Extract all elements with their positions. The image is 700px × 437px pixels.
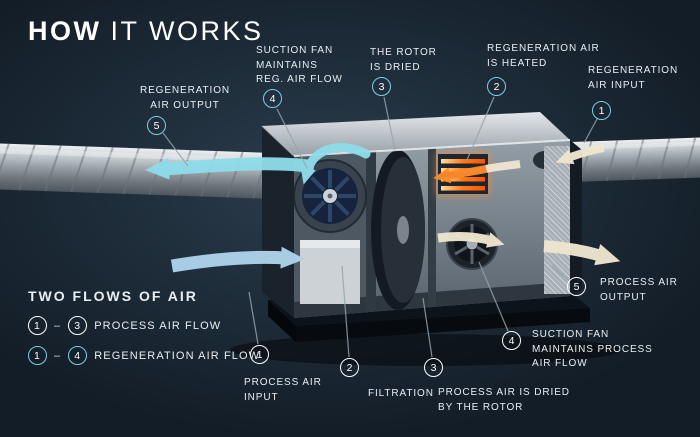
callout-num-filtration: 2 — [340, 358, 359, 377]
legend-regen-to-badge: 4 — [68, 346, 88, 365]
heated-air-arrow-orange — [433, 165, 487, 184]
legend-process-label: PROCESS AIR FLOW — [94, 319, 222, 332]
callout-label-process-output: PROCESS AIR OUTPUT — [600, 277, 678, 303]
legend-regen-from-badge: 1 — [28, 346, 47, 365]
machine-interior — [294, 144, 570, 318]
page-title: HOW IT WORKS — [28, 16, 264, 47]
page-title-bold: HOW — [28, 16, 102, 46]
legend-process-to-badge: 3 — [68, 316, 88, 335]
floor-shadow — [230, 334, 620, 366]
callout-num-process-dried: 3 — [424, 358, 443, 377]
callout-num-regen-heated: 2 — [487, 77, 506, 96]
heated-air-arrow-cream — [485, 160, 521, 173]
blower-fan — [294, 159, 367, 233]
regen-into-fan-arrow — [300, 143, 371, 185]
legend-heading: TWO FLOWS OF AIR — [28, 288, 198, 304]
machine-body — [261, 112, 582, 318]
callout-label-process-dried: PROCESS AIR IS DRIED BY THE ROTOR — [438, 387, 570, 413]
callout-label-process-suction-fan: SUCTION FAN MAINTAINS PROCESS AIR FLOW — [532, 329, 653, 369]
dried-air-arrow — [437, 232, 505, 248]
left-duct — [0, 142, 277, 200]
callout-label-regen-suction-fan: SUCTION FAN MAINTAINS REG. AIR FLOW — [256, 45, 343, 85]
callout-label-rotor-dried: THE ROTOR IS DRIED — [370, 47, 437, 73]
callout-num-rotor-dried: 3 — [372, 77, 391, 96]
legend-regen-dash: – — [54, 349, 62, 362]
flow-arrows — [145, 143, 621, 273]
callout-label-filtration: FILTRATION — [368, 388, 434, 399]
callout-label-regen-heated: REGENERATION AIR IS HEATED — [487, 43, 600, 69]
legend-process-from-badge: 1 — [28, 316, 47, 335]
callout-num-process-output: 5 — [567, 277, 586, 296]
filter-box — [300, 240, 360, 304]
leader-lines — [162, 96, 598, 358]
callout-num-process-suction-fan: 4 — [502, 331, 521, 350]
legend-process-dash: – — [54, 319, 62, 332]
process-input-arrow — [170, 246, 305, 273]
callout-label-regen-input: REGENERATION AIR INPUT — [588, 65, 679, 91]
process-output-arrow — [543, 240, 621, 266]
legend-row-process: 1 – 3 PROCESS AIR FLOW — [28, 316, 221, 335]
page-title-rest: IT WORKS — [110, 16, 264, 46]
callout-label-process-input: PROCESS AIR INPUT — [244, 377, 322, 403]
callout-num-regen-suction-fan: 4 — [263, 89, 282, 108]
callout-num-regen-input: 1 — [592, 101, 611, 120]
regen-entry-arrow — [555, 144, 605, 165]
rotor — [371, 150, 425, 310]
callout-label-regen-output: REGENERATION AIR OUTPUT — [139, 85, 231, 111]
callout-num-regen-output: 5 — [147, 116, 166, 135]
filter-panel — [544, 146, 570, 294]
legend-regen-label: REGENERATION AIR FLOW — [94, 349, 261, 362]
legend-row-regeneration: 1 – 4 REGENERATION AIR FLOW — [28, 346, 260, 365]
callout-num-process-input: 1 — [250, 345, 269, 364]
regen-output-arrow — [145, 157, 316, 180]
